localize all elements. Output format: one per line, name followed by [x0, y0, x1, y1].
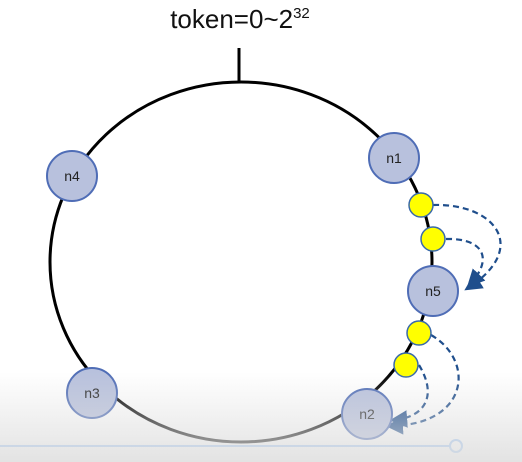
arrow-token-1-to-n5 [432, 203, 502, 291]
virtual-token-1 [408, 192, 434, 218]
node-n3: n3 [66, 367, 118, 419]
arrow-token-3-to-n2 [385, 334, 460, 435]
arrow-token-2-to-n5 [445, 237, 486, 288]
playback-thumb[interactable] [449, 439, 463, 453]
node-n4-label: n4 [64, 168, 80, 184]
virtual-token-3 [406, 320, 432, 346]
node-n5-label: n5 [425, 283, 441, 299]
diagram-title: token=0~232 [0, 4, 480, 35]
node-n1-label: n1 [386, 150, 402, 166]
virtual-token-4 [393, 352, 419, 378]
node-n2-label: n2 [359, 406, 375, 422]
node-n4: n4 [46, 150, 98, 202]
title-base: token=0~2 [170, 4, 294, 34]
node-n1: n1 [368, 132, 420, 184]
node-n2: n2 [341, 388, 393, 440]
virtual-token-2 [420, 226, 446, 252]
node-n5: n5 [407, 265, 459, 317]
title-exponent: 32 [293, 5, 310, 22]
node-n3-label: n3 [84, 385, 100, 401]
